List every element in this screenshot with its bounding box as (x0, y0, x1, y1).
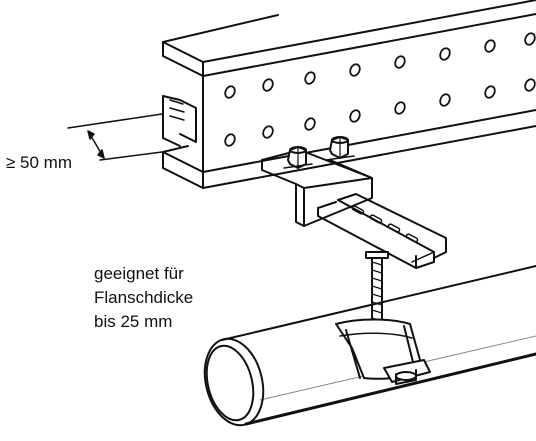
steel-i-beam (162, 0, 536, 189)
note-line: Flanschdicke (94, 288, 194, 307)
channel-slots (351, 205, 419, 243)
note-line: geeignet für (94, 264, 184, 283)
note-line: bis 25 mm (94, 312, 173, 331)
hex-bolts (283, 136, 355, 169)
flange-dimension (67, 113, 163, 161)
pipe (203, 265, 536, 427)
pipe-clamp (335, 318, 431, 385)
threaded-rod (365, 251, 389, 323)
slotted-channel (317, 193, 447, 269)
flange-width-label: ≥ 50 mm (6, 153, 73, 172)
beam-holes-lower (224, 78, 536, 147)
suitability-note: geeignet für Flanschdicke bis 25 mm (94, 262, 193, 334)
beam-holes-upper (224, 32, 536, 99)
